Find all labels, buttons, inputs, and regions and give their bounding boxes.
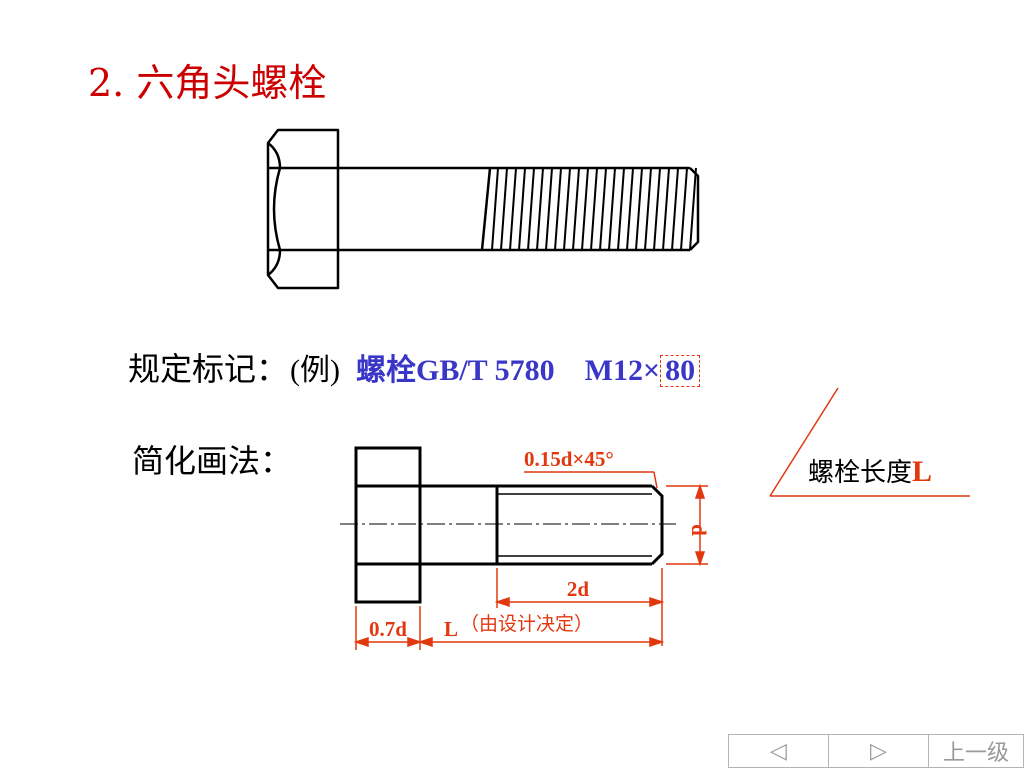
simplified-head — [354, 446, 422, 604]
up-level-button[interactable]: 上一级 — [942, 741, 1009, 766]
bolt-head-arc-bottom — [267, 249, 282, 276]
dimension-lines — [353, 387, 970, 650]
chamfer-label: 0.15d×45° — [524, 447, 614, 471]
marking-caption: 规定标记： — [128, 350, 289, 388]
thread-runout — [480, 167, 492, 251]
slide-navigation: ◁ ▷ 上一级 — [728, 734, 1024, 768]
length-callout-symbol: L — [912, 455, 933, 488]
bolt-head-arc-mid — [272, 167, 282, 251]
length-callout-text: 螺栓长度 — [808, 458, 913, 488]
marking-spec: 螺栓GB/T 5780 M12×80 — [356, 354, 701, 387]
page-title: 2. 六角头螺栓 — [88, 61, 327, 105]
simplified-chamfer-end — [650, 484, 664, 566]
simplified-bolt-drawing — [340, 446, 676, 604]
length-callout: 螺栓长度L — [808, 452, 932, 489]
bolt-head-arc-top — [267, 142, 282, 169]
length-callout-leader — [769, 387, 839, 497]
spec-length: 80 — [660, 355, 701, 387]
diameter-label: d — [687, 524, 711, 536]
prev-slide-button[interactable]: ◁ — [729, 735, 829, 767]
simplified-caption: 简化画法： — [132, 442, 293, 480]
marking-row: 规定标记：(例) 螺栓GB/T 5780 M12×80 — [128, 344, 701, 390]
bolt-head-outline — [266, 128, 340, 290]
next-slide-button[interactable]: ▷ — [829, 735, 929, 767]
thread-length-label: 2d — [567, 577, 590, 601]
spec-size: M12× — [584, 354, 661, 387]
head-height-label: 0.7d — [369, 617, 407, 641]
spec-main: 螺栓GB/T 5780 — [356, 354, 555, 387]
length-symbol-label: L — [444, 617, 458, 641]
thread-end — [689, 167, 700, 251]
marking-example: (例) — [290, 354, 340, 387]
length-note-label: （由设计决定） — [460, 613, 593, 635]
hex-bolt-drawing — [266, 128, 700, 290]
thread-helix-lines — [491, 167, 697, 251]
